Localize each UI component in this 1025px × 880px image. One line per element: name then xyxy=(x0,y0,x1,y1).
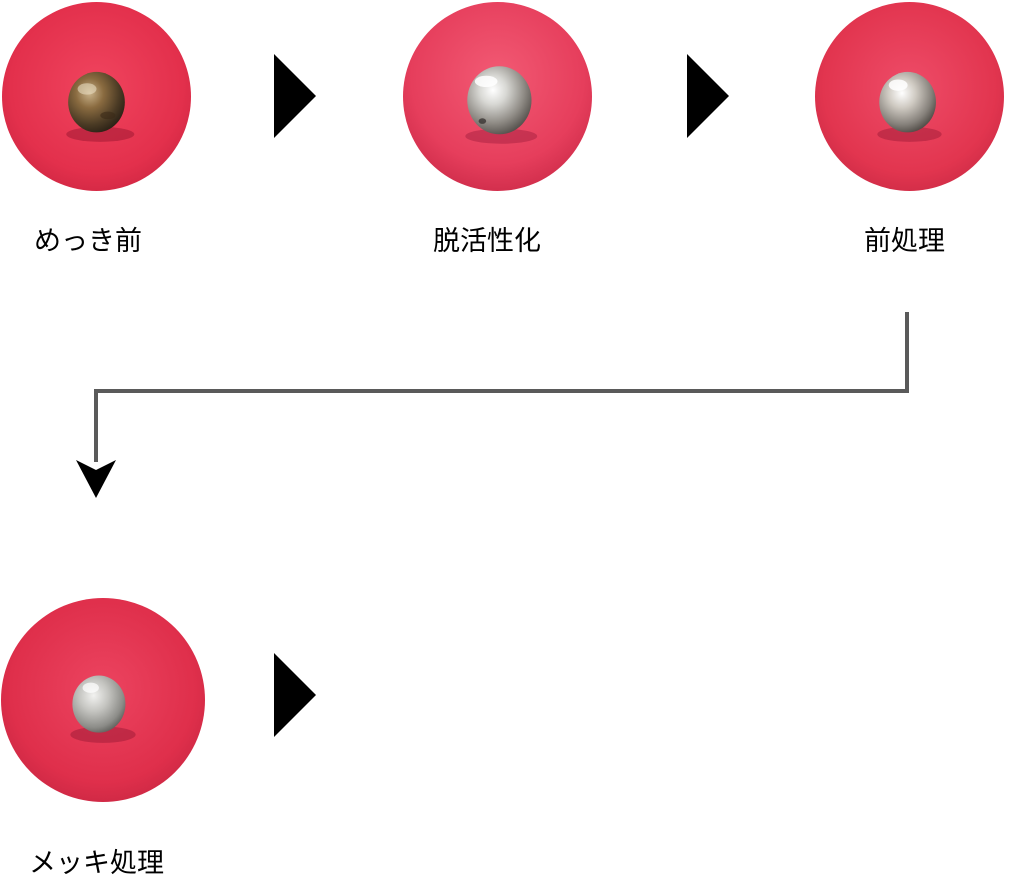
triangle-right-icon xyxy=(274,54,316,138)
step-label-deactivation: 脱活性化 xyxy=(433,226,541,257)
step-label-pretreatment: 前処理 xyxy=(864,226,945,257)
bead-photo-dull-bronze xyxy=(2,2,191,191)
connector-line xyxy=(94,312,909,462)
step-photo-before-plating xyxy=(2,2,191,191)
bead-photo-satin-silver xyxy=(1,598,205,802)
chevron-down-icon xyxy=(76,460,116,498)
step-photo-pretreatment xyxy=(815,2,1004,191)
bead-photo-bright-silver xyxy=(403,2,592,191)
bead-photo-bright-silver xyxy=(815,2,1004,191)
triangle-right-icon xyxy=(274,653,316,737)
step-label-before-plating: めっき前 xyxy=(34,226,142,257)
step-label-plating: メッキ処理 xyxy=(29,848,164,879)
step-photo-plating xyxy=(1,598,205,802)
triangle-right-icon xyxy=(687,54,729,138)
step-photo-deactivation xyxy=(403,2,592,191)
